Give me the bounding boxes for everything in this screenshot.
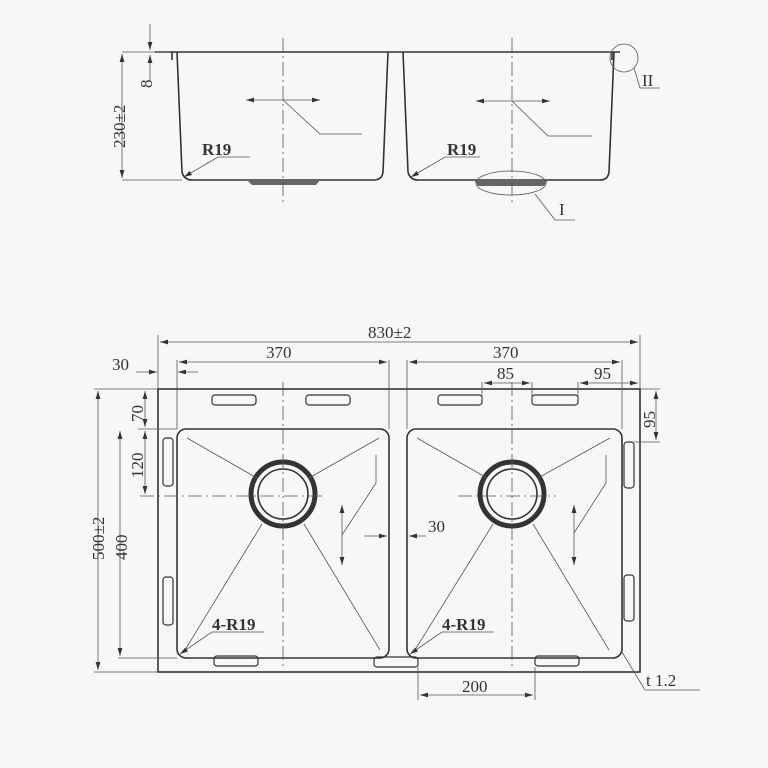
right-bowl-profile bbox=[402, 51, 615, 181]
right-bowl-width-dimension: 370 bbox=[493, 343, 519, 362]
mounting-clips bbox=[162, 394, 635, 668]
right-drain bbox=[477, 459, 547, 529]
left-drain bbox=[248, 459, 318, 529]
divider-dimension: 30 bbox=[428, 517, 445, 536]
bowl-depth-dimension: 400 bbox=[112, 535, 131, 561]
radius-right: R19 bbox=[447, 140, 476, 159]
left-offset-dimension: 30 bbox=[112, 355, 129, 374]
overall-depth-dimension: 500±2 bbox=[89, 517, 108, 560]
height-dimension: 230±2 bbox=[110, 105, 129, 148]
left-bowl-profile bbox=[176, 51, 389, 181]
drain-offset-dimension: 120 bbox=[128, 453, 147, 479]
right-bowl bbox=[406, 428, 623, 659]
bottom-dimension: 200 bbox=[462, 677, 488, 696]
detail-label-ii: II bbox=[642, 71, 654, 90]
clip-edge-dimension: 95 bbox=[594, 364, 611, 383]
corner-radius-right: 4-R19 bbox=[442, 615, 485, 634]
detail-label-i: I bbox=[559, 200, 565, 219]
side-view: 230±2 8 R19 R19 I II bbox=[110, 24, 660, 221]
clip-spacing-dimension: 85 bbox=[497, 364, 514, 383]
thickness-label: t 1.2 bbox=[646, 671, 676, 690]
corner-radius-left: 4-R19 bbox=[212, 615, 255, 634]
top-clip-dimension: 70 bbox=[128, 405, 147, 422]
overall-width-dimension: 830±2 bbox=[368, 323, 411, 342]
radius-left: R19 bbox=[202, 140, 231, 159]
rim-dimension: 8 bbox=[137, 80, 156, 89]
plan-view: 830±2 370 370 30 85 95 95 70 120 500±2 4… bbox=[89, 323, 700, 700]
left-bowl-width-dimension: 370 bbox=[266, 343, 292, 362]
right-clip-dimension: 95 bbox=[640, 411, 659, 428]
